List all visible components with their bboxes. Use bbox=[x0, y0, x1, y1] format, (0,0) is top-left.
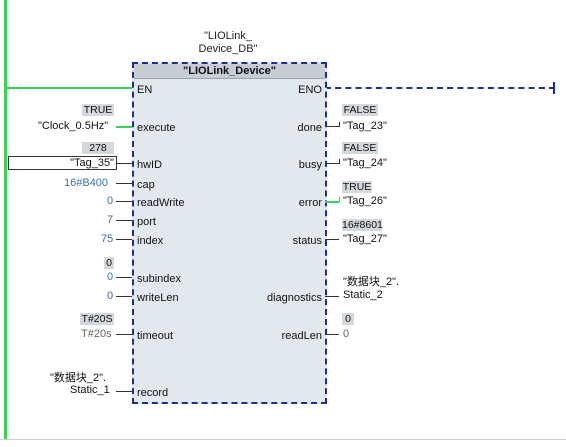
power-rail bbox=[4, 0, 7, 440]
timeout-tag[interactable]: T#20s bbox=[81, 328, 112, 340]
pin-error: error bbox=[298, 197, 322, 209]
diagnostics-wire bbox=[325, 296, 339, 297]
writelen-wire bbox=[116, 296, 132, 297]
cap-tag[interactable]: 16#B400 bbox=[64, 177, 109, 189]
index-tag[interactable]: 75 bbox=[101, 233, 114, 245]
pin-subindex: subindex bbox=[137, 273, 182, 285]
pin-eno: ENO bbox=[298, 84, 322, 96]
subindex-value: 0 bbox=[104, 257, 114, 269]
pin-status: status bbox=[292, 235, 322, 247]
pin-busy: busy bbox=[298, 159, 322, 171]
pin-cap: cap bbox=[137, 179, 155, 191]
block-title[interactable]: "LIOLink_Device" bbox=[134, 64, 325, 79]
subindex-tag[interactable]: 0 bbox=[107, 271, 114, 283]
pin-timeout: timeout bbox=[137, 330, 174, 342]
diagnostics-tag-line1[interactable]: "数据块_2". bbox=[343, 276, 400, 288]
pin-port: port bbox=[137, 216, 156, 228]
pin-done: done bbox=[297, 122, 322, 134]
diagnostics-tag-line2[interactable]: Static_2 bbox=[343, 289, 383, 301]
error-value: TRUE bbox=[342, 181, 372, 193]
readlen-value: 0 bbox=[342, 313, 354, 325]
done-tag[interactable]: "Tag_23" bbox=[343, 120, 387, 132]
subindex-wire bbox=[116, 277, 132, 278]
execute-wire bbox=[116, 126, 132, 128]
pin-readlen: readLen bbox=[281, 330, 322, 342]
pin-hwid: hwID bbox=[137, 159, 163, 171]
index-wire bbox=[116, 239, 132, 240]
en-wire bbox=[7, 87, 132, 89]
busy-value: FALSE bbox=[342, 142, 378, 154]
execute-tag[interactable]: "Clock_0.5Hz" bbox=[38, 120, 109, 132]
readwrite-wire bbox=[116, 201, 132, 202]
port-wire bbox=[116, 220, 132, 221]
readwrite-tag[interactable]: 0 bbox=[107, 195, 114, 207]
timeout-value: T#20S bbox=[80, 313, 114, 325]
done-value: FALSE bbox=[342, 104, 378, 116]
instance-db-line2: Device_DB" bbox=[198, 43, 258, 55]
status-wire bbox=[325, 239, 339, 240]
function-block[interactable]: "LIOLink_Device" EN ENO execute hwID cap… bbox=[132, 62, 327, 404]
record-wire bbox=[116, 391, 132, 392]
cap-wire bbox=[116, 183, 132, 184]
busy-wire-end bbox=[339, 159, 340, 164]
timeout-wire bbox=[116, 334, 132, 335]
record-tag-line1[interactable]: "数据块_2". bbox=[50, 372, 107, 384]
hwid-tag-input[interactable]: "Tag_35" bbox=[8, 156, 117, 170]
hwid-wire bbox=[116, 163, 132, 164]
busy-tag[interactable]: "Tag_24" bbox=[343, 157, 387, 169]
busy-wire bbox=[325, 163, 339, 164]
pin-diagnostics: diagnostics bbox=[266, 292, 322, 304]
pin-record: record bbox=[137, 387, 169, 399]
instance-db-label[interactable]: "LIOLink_ Device_DB" bbox=[188, 30, 268, 56]
pin-index: index bbox=[137, 235, 164, 247]
done-wire bbox=[325, 126, 339, 127]
error-wire bbox=[325, 201, 339, 203]
execute-value: TRUE bbox=[82, 104, 114, 116]
network-bottom-border bbox=[0, 439, 566, 440]
instance-db-line1: "LIOLink_ bbox=[204, 30, 252, 42]
pin-execute: execute bbox=[137, 122, 176, 134]
error-tag[interactable]: "Tag_26" bbox=[343, 195, 387, 207]
eno-wire bbox=[325, 87, 555, 89]
pin-readwrite: readWrite bbox=[137, 197, 185, 209]
done-wire-end bbox=[339, 122, 340, 127]
pin-en: EN bbox=[137, 84, 153, 96]
status-value: 16#8601 bbox=[342, 219, 383, 231]
writelen-tag[interactable]: 0 bbox=[107, 290, 114, 302]
readlen-wire bbox=[325, 334, 339, 335]
record-tag-line2[interactable]: Static_1 bbox=[70, 384, 110, 396]
port-tag[interactable]: 7 bbox=[107, 214, 114, 226]
eno-wire-end bbox=[553, 82, 558, 94]
error-wire-end bbox=[339, 197, 340, 202]
readlen-tag[interactable]: 0 bbox=[343, 328, 350, 340]
status-tag[interactable]: "Tag_27" bbox=[343, 233, 387, 245]
pin-writelen: writeLen bbox=[137, 292, 179, 304]
hwid-value: 278 bbox=[82, 142, 114, 154]
